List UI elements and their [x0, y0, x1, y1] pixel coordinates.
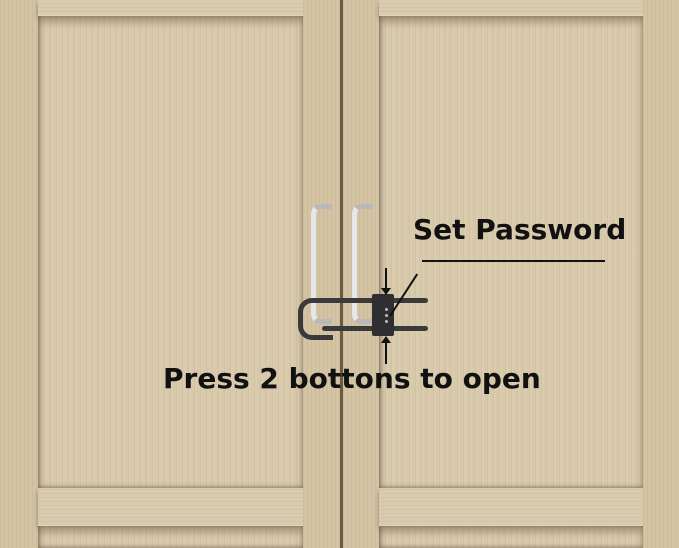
press-arrow-top: [385, 268, 387, 292]
right-outer-stile: [643, 0, 679, 548]
right-door-panel: [379, 16, 643, 488]
left-outer-stile: [0, 0, 38, 548]
lock-indicator-dot: [385, 314, 388, 317]
arrow-head-up-icon: [381, 336, 391, 343]
lock-u-shackle: [298, 298, 333, 340]
right-inner-stile: [343, 0, 379, 548]
left-inner-stile: [303, 0, 340, 548]
left-handle: [311, 204, 332, 324]
press-buttons-label: Press 2 bottons to open: [163, 362, 541, 395]
right-lower-panel: [379, 526, 643, 548]
left-lower-panel: [38, 526, 303, 548]
arrow-head-down-icon: [381, 288, 391, 295]
leader-line-horizontal: [422, 260, 605, 262]
lock-indicator-dot: [385, 308, 388, 311]
right-bottom-rail: [379, 488, 643, 526]
set-password-label: Set Password: [413, 213, 627, 246]
door-gap: [340, 0, 343, 548]
press-arrow-bottom: [385, 340, 387, 364]
lock-body: [372, 294, 394, 336]
right-top-rail: [379, 0, 643, 16]
lock-indicator-dot: [385, 320, 388, 323]
left-door-panel: [38, 16, 303, 488]
right-handle: [352, 204, 373, 324]
left-top-rail: [38, 0, 303, 16]
left-bottom-rail: [38, 488, 303, 526]
